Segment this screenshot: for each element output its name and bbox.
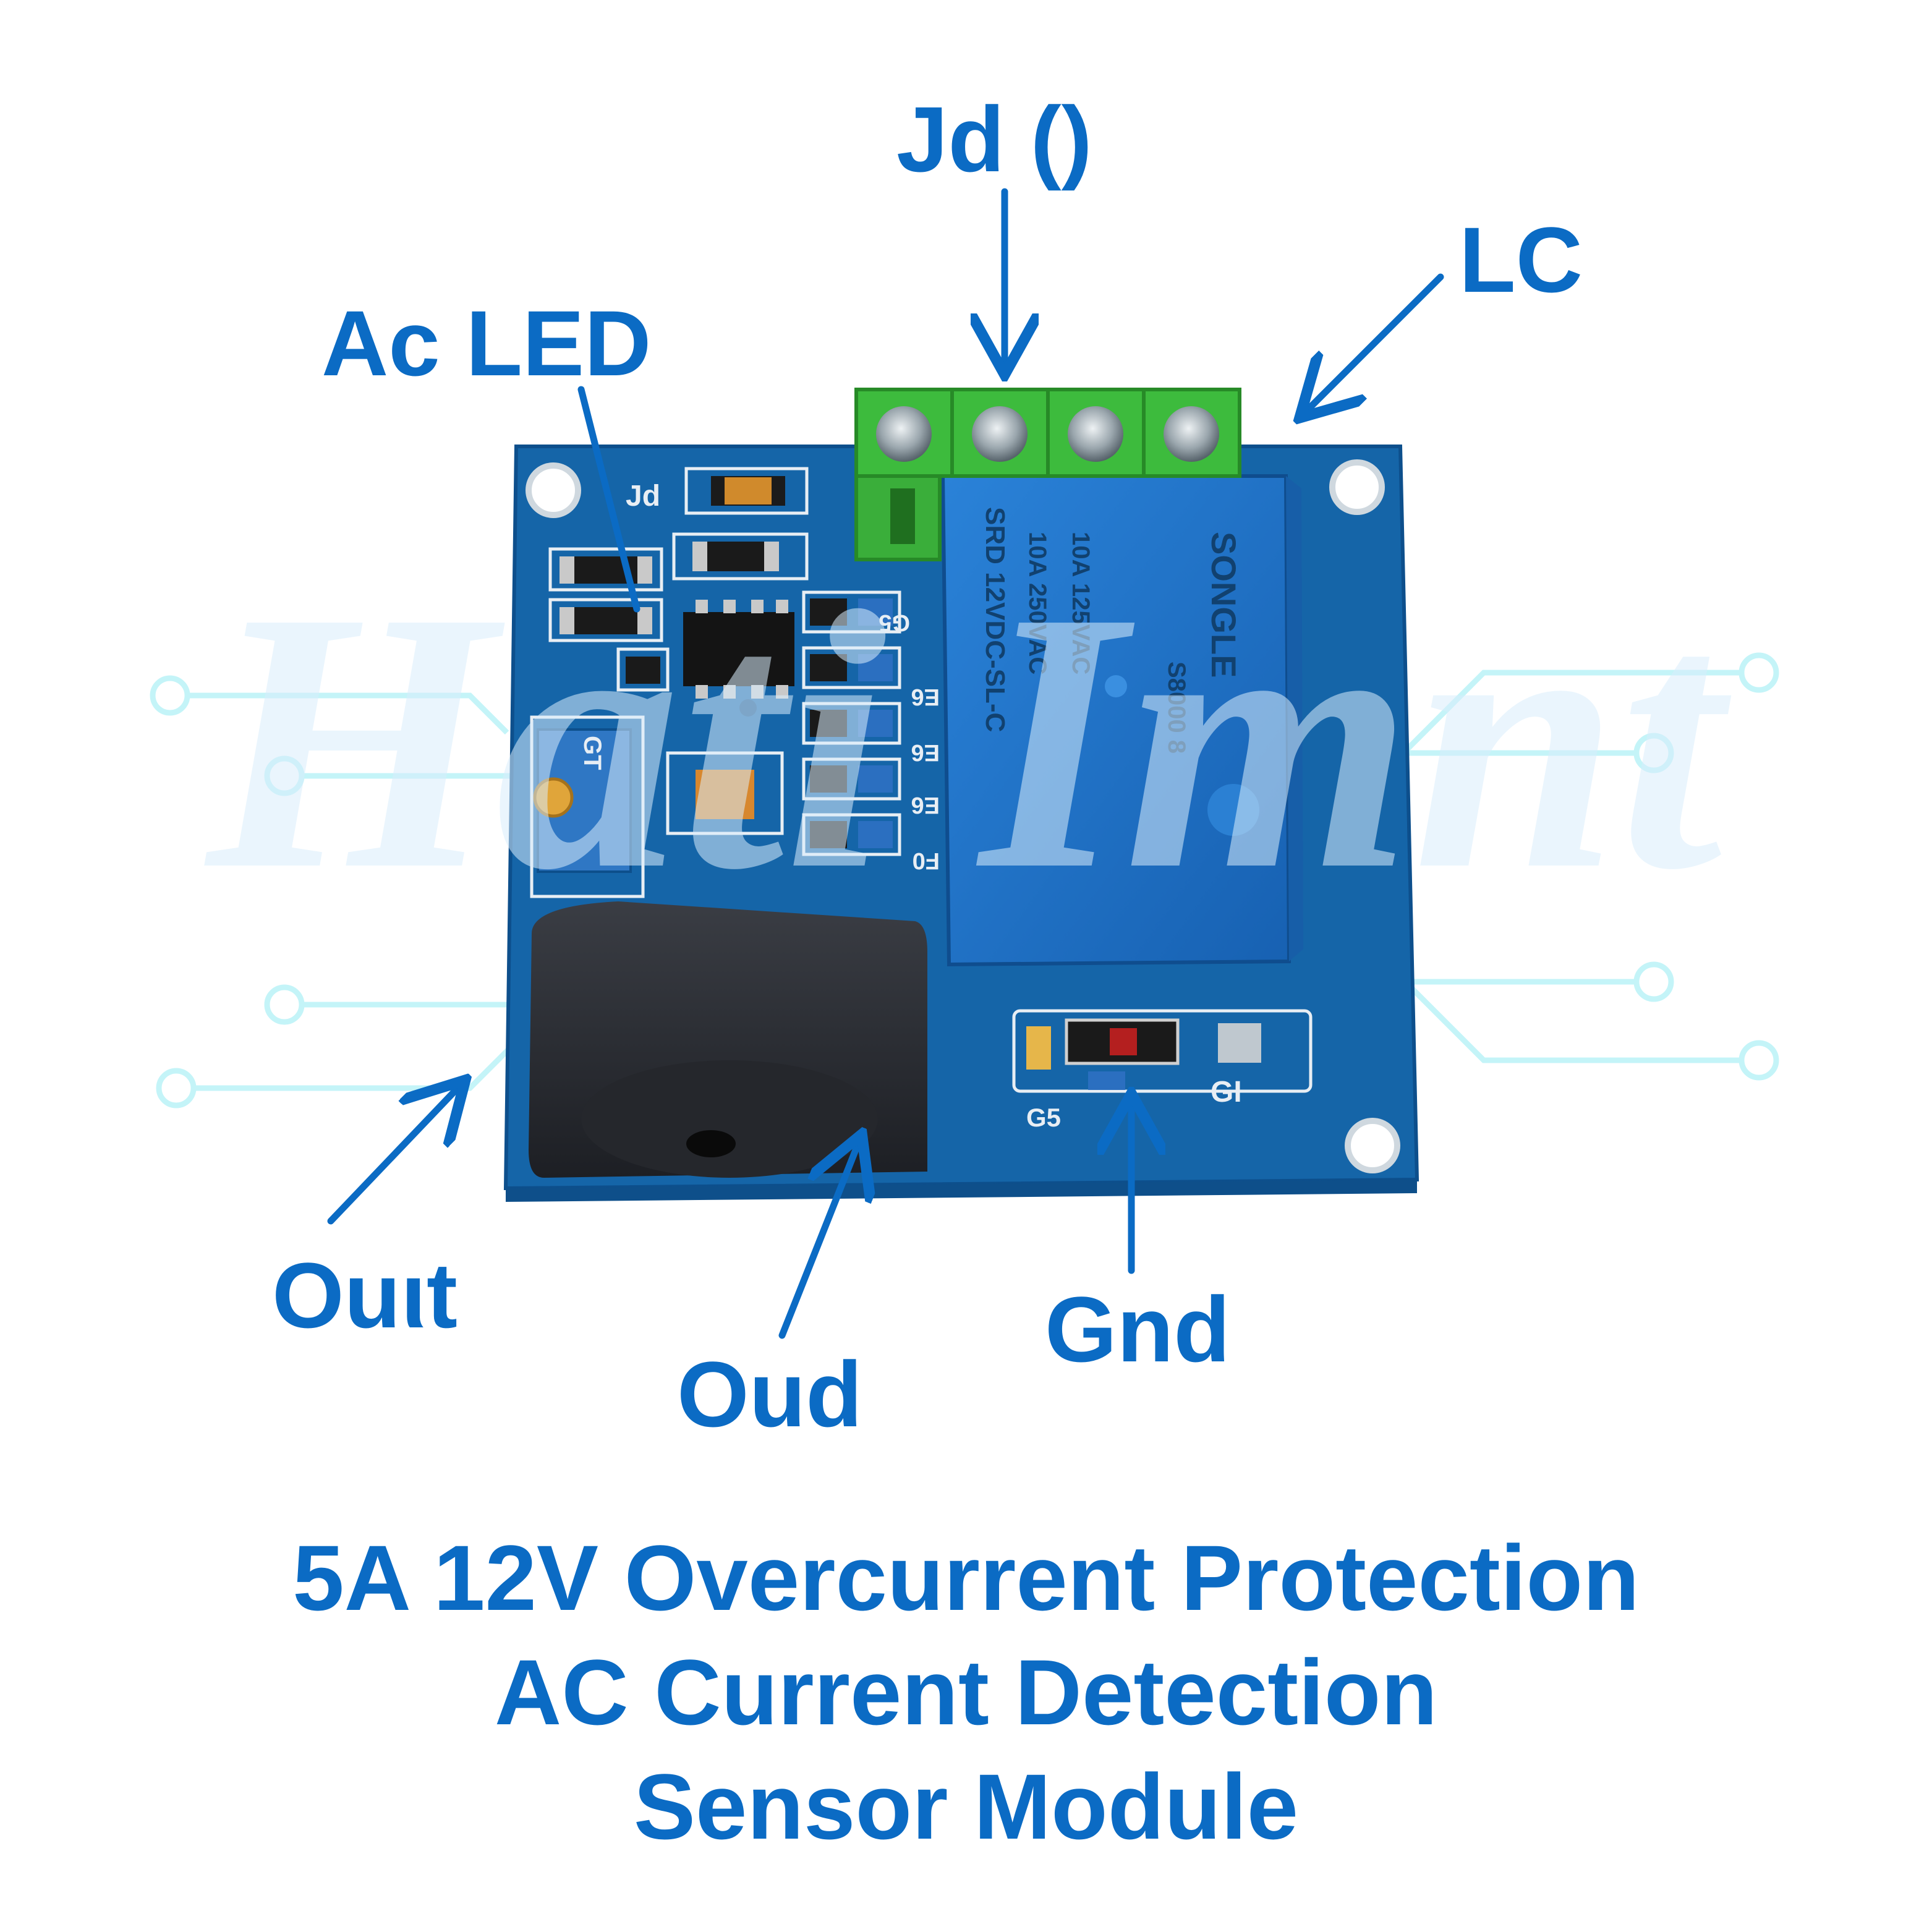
label-output-bottom: Oud (677, 1342, 862, 1446)
arrow-out-bottom (778, 1141, 859, 1339)
arrow-out-left (327, 1085, 461, 1225)
background-circuit-lines (150, 652, 1779, 1109)
silk-g5: G5 (1026, 1103, 1061, 1132)
label-ground: Gnd (1045, 1277, 1230, 1381)
silk-f0: F0 (913, 848, 940, 874)
label-terminal: Jd () (896, 87, 1092, 191)
potentiometer (533, 777, 574, 818)
mounting-hole (1345, 1118, 1400, 1173)
label-output-left: Ouιt (272, 1243, 457, 1347)
arrow-acled (577, 386, 640, 613)
relay-line2-text: 10A 250VAC (1024, 532, 1051, 674)
title-line-2: AC Current Detection (494, 1640, 1438, 1744)
title-line-1: 5A 12V Overcurrent Protection (292, 1526, 1640, 1630)
silk-e6-c: E6 (911, 792, 940, 818)
terminal-screw (972, 406, 1028, 462)
watermark: Hati Imnt (201, 535, 1735, 946)
current-transformer (529, 901, 927, 1178)
terminal-block (854, 388, 1241, 561)
smd-components (533, 476, 893, 873)
arrow-lc (1304, 273, 1444, 413)
terminal-screw (876, 406, 932, 462)
silkscreen-outlines (530, 467, 1313, 1093)
label-relay-side: LC (1459, 208, 1583, 312)
relay-code-text: S8000 8 (1163, 662, 1190, 754)
relay-line1-text: SRD 12VDC-SL-C (980, 507, 1010, 732)
silk-jd: Jd (626, 480, 660, 513)
relay-line3-text: 10A 125VAC (1067, 532, 1094, 674)
silk-e6-a: E6 (911, 684, 940, 710)
watermark-text: Hati Imnt (201, 535, 1735, 946)
silk-e6-b: E6 (911, 739, 940, 765)
silk-pot: GT (579, 736, 606, 770)
silk-g5-top: G5 (879, 610, 910, 636)
callout-arrows (327, 188, 1444, 1339)
mounting-hole (1329, 459, 1385, 515)
indicator-led (1026, 1018, 1261, 1090)
title-line-3: Sensor Module (633, 1755, 1299, 1858)
product-title: 5A 12V Overcurrent Protection AC Current… (0, 1521, 1932, 1864)
label-ac-led: Ac LED (321, 291, 652, 395)
silk-gi: GI (1211, 1076, 1242, 1109)
terminal-screw (1068, 406, 1123, 462)
mounting-hole (526, 462, 581, 518)
relay-brand-text: SONGLE (1204, 532, 1243, 678)
terminal-screw (1164, 406, 1219, 462)
relay: SONGLE S8000 8 SRD 12VDC-SL-C 10A 250VAC… (940, 474, 1303, 967)
